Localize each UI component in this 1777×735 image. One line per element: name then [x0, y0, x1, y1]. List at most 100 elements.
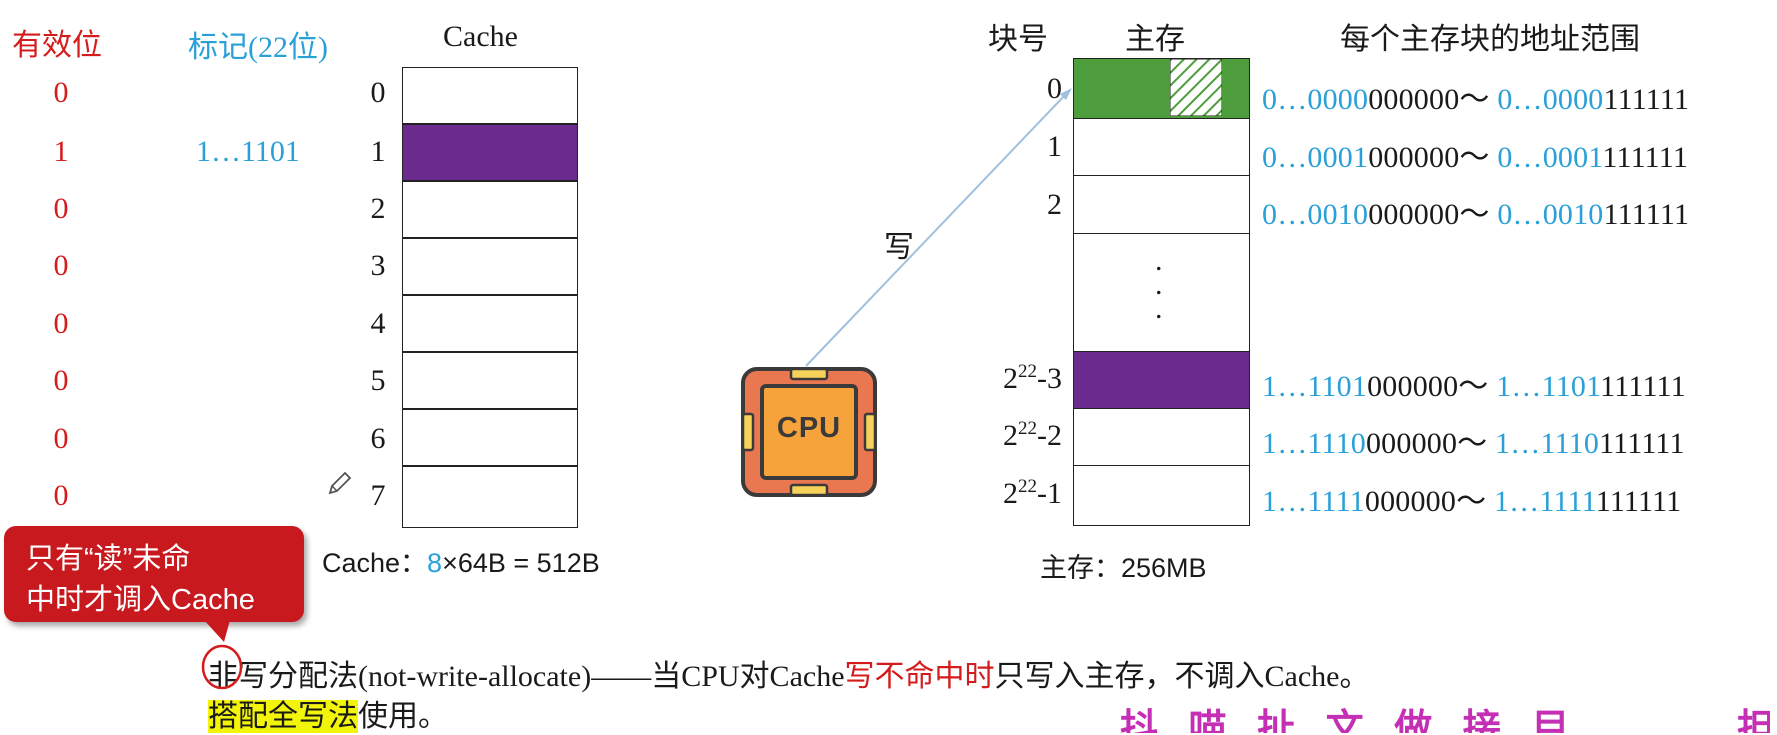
block-number-text: 1	[1047, 130, 1062, 163]
addr-start-offset: 000000～	[1368, 198, 1498, 231]
addr-start-offset: 000000～	[1368, 141, 1498, 174]
cache-line-count: 8	[427, 548, 443, 578]
memory-size-caption: 主存：256MB	[1040, 546, 1207, 585]
addr-start-prefix: 1…1111	[1262, 485, 1365, 518]
block-number-suffix: -2	[1037, 419, 1062, 452]
valid-bit: 0	[53, 249, 69, 282]
cache-line-7	[402, 466, 578, 528]
address-range-row: 1…1111000000～ 1…1111111111	[1262, 476, 1681, 520]
valid-bit: 0	[53, 479, 69, 512]
addr-end-prefix: 0…0001	[1497, 141, 1603, 174]
memory-block-2pow22-minus2	[1073, 408, 1250, 466]
address-range-row: 0…0001000000～ 0…0001111111	[1262, 132, 1688, 176]
write-label: 写	[884, 231, 914, 264]
block-number: 222-2	[962, 418, 1062, 453]
pencil-icon	[328, 471, 352, 495]
cache-line-index: 2	[370, 192, 386, 225]
memory-block-2pow22-minus1	[1073, 465, 1250, 526]
memory-caption-label: 主存：	[1040, 553, 1121, 583]
addr-start-offset: 000000～	[1365, 427, 1496, 460]
block-number-exponent: 22	[1018, 476, 1037, 497]
block-number: 0	[962, 72, 1062, 106]
definition-line: 非写分配法(not-write-allocate)——当CPU对Cache写不命…	[208, 651, 1370, 695]
cache-line-4	[402, 295, 578, 352]
address-range-row: 0…0010000000～ 0…0010111111	[1262, 189, 1689, 233]
callout-line-1: 只有“读”未命	[26, 543, 191, 575]
cache-line-index: 5	[370, 364, 386, 397]
watermark: 抖 喵 扯 文 做 接 目 … … 担 帮	[1120, 706, 1770, 733]
addr-end-offset: 111111	[1599, 427, 1685, 460]
cache-line-0	[402, 67, 578, 124]
block-number-text: 0	[1047, 72, 1062, 105]
cache-line-index: 1	[370, 135, 386, 168]
addr-start-prefix: 0…0010	[1262, 198, 1369, 231]
memory-block-0	[1073, 58, 1250, 119]
addr-start-offset: 000000～	[1368, 83, 1498, 116]
addr-end-offset: 111111	[1600, 370, 1686, 403]
addr-end-prefix: 1…1111	[1493, 485, 1597, 518]
address-range-row: 1…1110000000～ 1…1110111111	[1262, 418, 1685, 462]
valid-bit: 1	[53, 135, 69, 168]
highlighted-phrase: 搭配全写法	[208, 700, 358, 733]
addr-end-prefix: 1…1110	[1495, 427, 1600, 460]
cache-line-6	[402, 409, 578, 466]
valid-bit: 0	[53, 364, 69, 397]
cache-header: Cache	[443, 20, 518, 53]
ellipsis-dot: .	[1155, 268, 1163, 301]
addr-start-offset: 000000～	[1364, 485, 1494, 518]
usage-line: 搭配全写法使用。	[208, 691, 448, 735]
cache-line-index: 3	[370, 249, 386, 282]
address-range-row: 1…1101000000～ 1…1101111111	[1262, 361, 1686, 405]
valid-bit: 0	[53, 192, 69, 225]
definition-emphasis: 写不命中时	[844, 660, 995, 693]
block-number: 1	[962, 130, 1062, 164]
addr-end-offset: 111111	[1602, 141, 1689, 174]
block-number-base: 2	[1003, 362, 1018, 395]
address-range-row: 0…0000000000～ 0…0000111111	[1262, 74, 1689, 118]
addr-start-prefix: 0…0001	[1262, 141, 1369, 174]
addr-end-prefix: 0…0010	[1497, 198, 1604, 231]
block-number-suffix: -1	[1037, 477, 1062, 510]
memory-block-2pow22-minus3	[1073, 351, 1250, 409]
memory-size-value: 256MB	[1121, 553, 1207, 583]
block-number-base: 2	[1003, 419, 1018, 452]
tag-value: 1…1101	[196, 135, 300, 168]
block-number-text: 2	[1047, 188, 1062, 221]
address-range-header: 每个主存块的地址范围	[1340, 23, 1640, 56]
definition-text: 非写分配法(not-write-allocate)——当CPU对Cache	[208, 660, 845, 693]
memory-block-2	[1073, 175, 1250, 234]
valid-bit: 0	[53, 76, 69, 109]
cache-line-1	[402, 124, 578, 181]
tag-header: 标记(22位)	[188, 31, 328, 64]
block-number-header: 块号	[988, 23, 1048, 56]
addr-end-prefix: 1…1101	[1496, 370, 1601, 403]
annotation-circle	[201, 644, 243, 690]
block-number: 222-1	[962, 476, 1062, 511]
addr-end-prefix: 0…0000	[1497, 83, 1604, 116]
block-number-base: 2	[1003, 477, 1018, 510]
addr-start-prefix: 0…0000	[1262, 83, 1369, 116]
addr-start-prefix: 1…1101	[1262, 370, 1368, 403]
cache-caption-label: Cache：	[322, 548, 428, 578]
cache-line-5	[402, 352, 578, 409]
cache-line-index: 7	[370, 479, 386, 512]
cache-line-index: 0	[370, 76, 386, 109]
valid-bit-header: 有效位	[12, 29, 102, 62]
valid-bit: 0	[53, 422, 69, 455]
definition-text-tail: 只写入主存，不调入Cache。	[994, 660, 1370, 693]
callout-line-2: 中时才调入Cache	[26, 584, 255, 616]
addr-start-offset: 000000～	[1367, 370, 1497, 403]
addr-end-offset: 111111	[1603, 83, 1690, 116]
cache-caption-formula: ×64B = 512B	[442, 548, 600, 578]
addr-end-offset: 111111	[1603, 198, 1690, 231]
block-number-exponent: 22	[1018, 361, 1037, 382]
cpu-label: CPU	[776, 412, 842, 444]
callout-pointer	[204, 620, 230, 642]
cache-line-index: 4	[370, 307, 386, 340]
ellipsis-dot: .	[1155, 292, 1163, 325]
memory-block-1	[1073, 118, 1250, 176]
cache-line-2	[402, 181, 578, 238]
memory-block-ellipsis	[1073, 233, 1250, 352]
watermark-text: 抖 喵 扯 文 做 接 目 … … 担 帮	[1120, 708, 1770, 733]
